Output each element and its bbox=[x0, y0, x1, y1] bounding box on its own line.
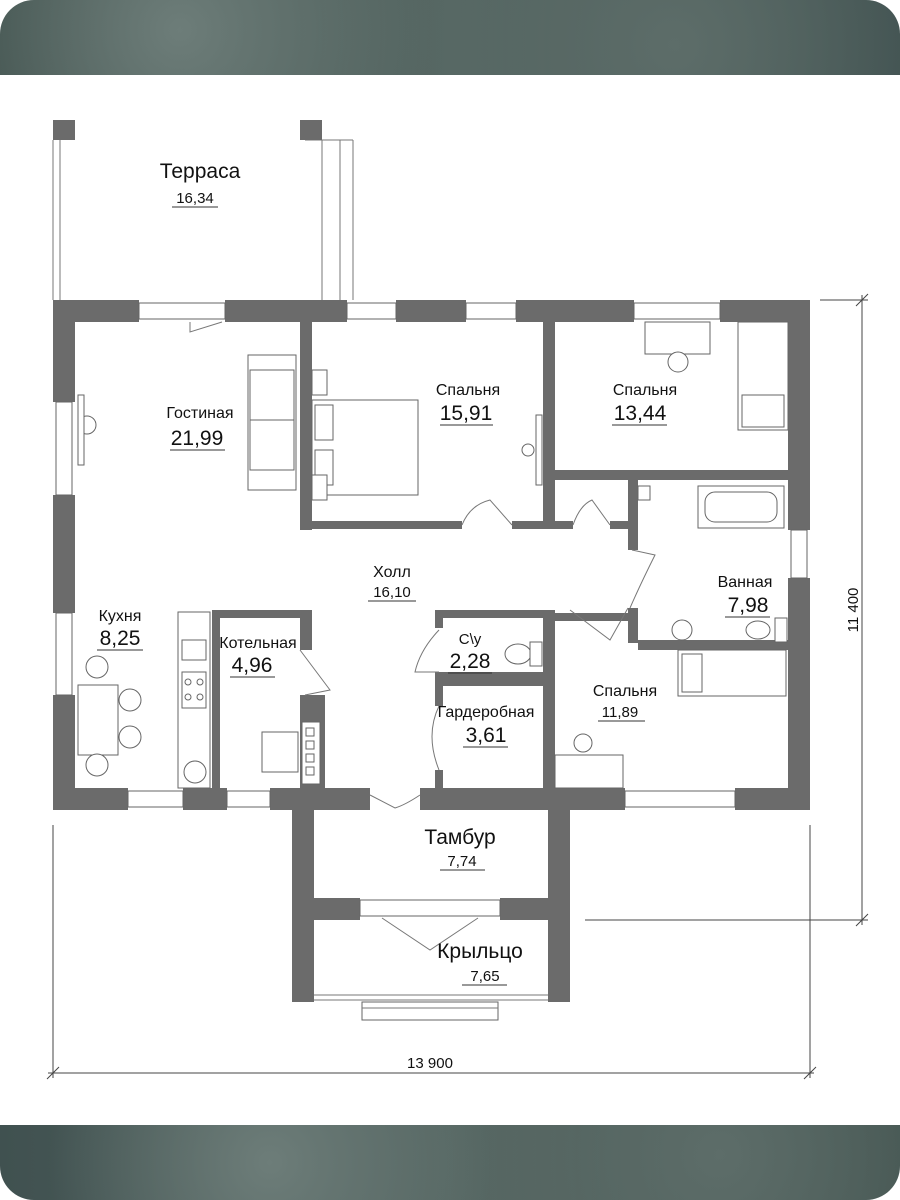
bedroom3-area: 11,89 bbox=[602, 704, 638, 721]
hall-name: Холл bbox=[373, 564, 411, 581]
dimension-lines bbox=[46, 293, 869, 1080]
decorative-top-band bbox=[0, 0, 900, 75]
bathroom-area: 7,98 bbox=[728, 594, 769, 617]
bathroom-name: Ванная bbox=[718, 574, 773, 591]
height-dimension: 11 400 bbox=[845, 588, 862, 633]
terrace-area: 16,34 bbox=[176, 190, 214, 207]
wardrobe-area: 3,61 bbox=[466, 724, 507, 747]
bedroom2-area: 13,44 bbox=[614, 402, 667, 425]
entrance-walls bbox=[292, 798, 570, 1021]
wc-name: С\у bbox=[459, 631, 482, 648]
exterior-walls bbox=[53, 300, 810, 810]
hall-area: 16,10 bbox=[373, 584, 411, 601]
furniture bbox=[77, 321, 789, 789]
bedroom3-name: Спальня bbox=[593, 683, 657, 700]
doors bbox=[189, 321, 656, 951]
bedroom1-area: 15,91 bbox=[440, 402, 493, 425]
boiler-area: 4,96 bbox=[232, 654, 273, 677]
terrace-area bbox=[52, 120, 354, 300]
kitchen-area: 8,25 bbox=[100, 627, 141, 650]
vestibule-name: Тамбур bbox=[424, 826, 495, 849]
wardrobe-name: Гардеробная bbox=[438, 704, 535, 721]
terrace-name: Терраса bbox=[160, 160, 241, 183]
width-dimension: 13 900 bbox=[407, 1055, 453, 1072]
porch-name: Крыльцо bbox=[437, 940, 523, 963]
porch-area: 7,65 bbox=[470, 968, 499, 985]
wc-area: 2,28 bbox=[450, 650, 491, 673]
decorative-bottom-band bbox=[0, 1125, 900, 1200]
bedroom2-name: Спальня bbox=[613, 382, 677, 399]
living-name: Гостиная bbox=[166, 405, 233, 422]
vestibule-area: 7,74 bbox=[447, 853, 476, 870]
living-area: 21,99 bbox=[171, 427, 224, 450]
kitchen-name: Кухня bbox=[99, 608, 142, 625]
bedroom1-name: Спальня bbox=[436, 382, 500, 399]
boiler-name: Котельная bbox=[219, 635, 296, 652]
room-labels: Терраса 16,34 Гостиная 21,99 Спальня 15,… bbox=[97, 160, 773, 986]
